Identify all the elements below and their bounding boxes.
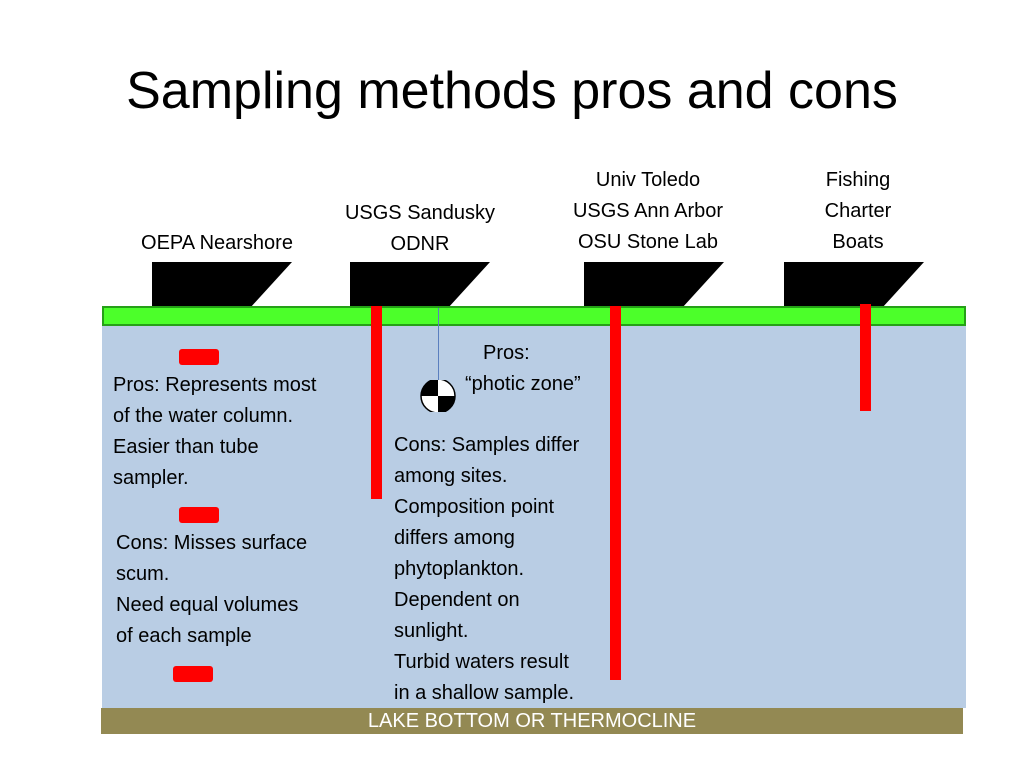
boat-fishing-charter: [784, 262, 924, 308]
text-line: among sites.: [394, 465, 508, 487]
label-line: OSU Stone Lab: [577, 231, 719, 253]
water-column: [102, 322, 966, 708]
photic-pros-text: Pros: “photic zone”: [465, 338, 625, 400]
label-line: USGS Ann Arbor: [572, 200, 724, 222]
tube-sampler-usgs: [371, 306, 382, 499]
text-line: Turbid waters result: [394, 651, 569, 673]
boat-univ-toledo: [584, 262, 724, 308]
text-line: differs among: [394, 527, 515, 549]
discrete-sample-marker: [179, 507, 219, 523]
text-line: sampler.: [113, 467, 189, 489]
label-fishing-charter: Fishing Charter Boats: [808, 165, 908, 258]
text-line: scum.: [116, 563, 170, 585]
water-surface: [102, 306, 966, 326]
label-line: Univ Toledo: [595, 169, 701, 191]
label-univ-toledo: Univ Toledo USGS Ann Arbor OSU Stone Lab: [548, 165, 748, 258]
text-line: “photic zone”: [465, 373, 581, 395]
photic-cons-text: Cons: Samples differ among sites. Compos…: [394, 430, 614, 709]
text-line: Composition point: [394, 496, 555, 518]
text-line: of each sample: [116, 625, 252, 647]
lake-bottom-label: LAKE BOTTOM OR THERMOCLINE: [101, 708, 963, 734]
label-oepa-nearshore: OEPA Nearshore: [122, 228, 312, 259]
label-line: USGS Sandusky: [344, 202, 496, 224]
text-line: of the water column.: [113, 405, 294, 427]
label-usgs-sandusky: USGS Sandusky ODNR: [330, 198, 510, 260]
text-line: Need equal volumes: [116, 594, 299, 616]
label-line: OEPA Nearshore: [141, 232, 293, 254]
label-line: Charter: [824, 200, 892, 222]
discrete-pros-text: Pros: Represents most of the water colum…: [113, 370, 363, 494]
secchi-disk-icon: [420, 380, 456, 412]
text-line: Dependent on: [394, 589, 520, 611]
discrete-cons-text: Cons: Misses surface scum. Need equal vo…: [116, 528, 366, 652]
text-line: Pros:: [483, 342, 530, 364]
page-title: Sampling methods pros and cons: [126, 62, 898, 120]
tube-sampler-univ-toledo: [610, 306, 621, 680]
label-line: Boats: [832, 231, 884, 253]
boat-usgs-sandusky: [350, 262, 490, 308]
tube-sampler-fishing: [860, 304, 871, 411]
text-line: Cons: Samples differ: [394, 434, 580, 456]
discrete-sample-marker: [179, 349, 219, 365]
secchi-line: [438, 308, 439, 384]
text-line: phytoplankton.: [394, 558, 525, 580]
text-line: sunlight.: [394, 620, 469, 642]
text-line: Cons: Misses surface: [116, 532, 308, 554]
text-line: Pros: Represents most: [113, 374, 317, 396]
boat-oepa: [152, 262, 292, 308]
text-line: Easier than tube: [113, 436, 259, 458]
label-line: ODNR: [390, 233, 450, 255]
label-line: Fishing: [825, 169, 891, 191]
discrete-sample-marker: [173, 666, 213, 682]
text-line: in a shallow sample.: [394, 682, 575, 704]
